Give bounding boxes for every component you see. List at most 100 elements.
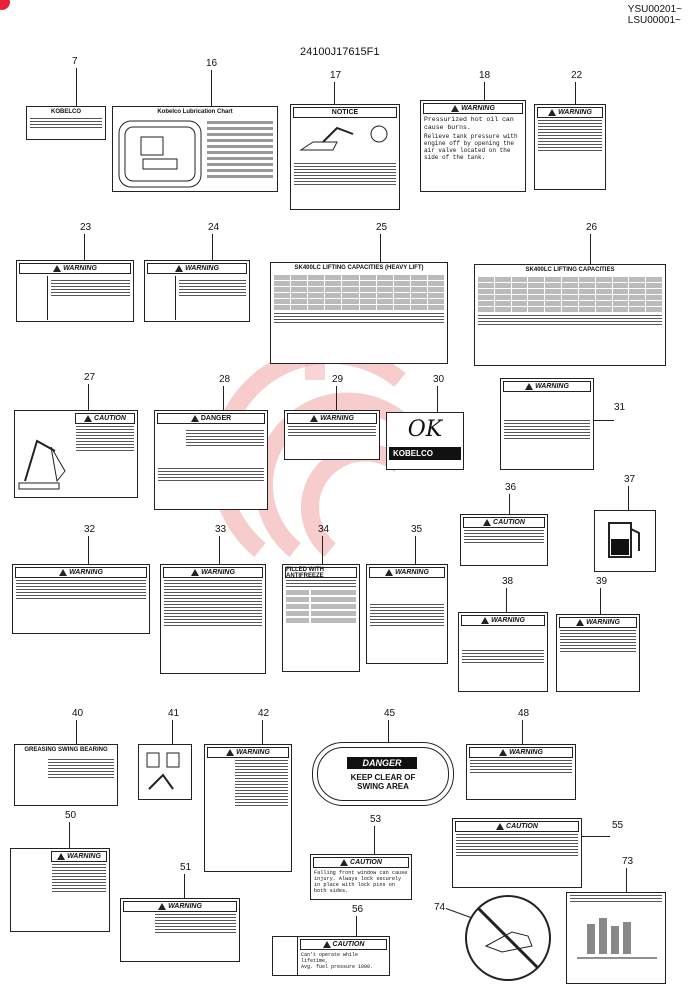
label-39-header: WARNING xyxy=(559,617,637,628)
label-18-hot-oil-warning: WARNING Pressurized hot oil can cause bu… xyxy=(420,100,526,192)
label-26-title: SK400LC LIFTING CAPACITIES xyxy=(525,267,615,273)
callout-29: 29 xyxy=(332,374,344,385)
label-51-header: WARNING xyxy=(123,901,237,912)
label-50-warning: WARNING xyxy=(10,848,110,932)
callout-33: 33 xyxy=(215,524,227,535)
callout-55: 55 xyxy=(612,820,624,831)
label-42-warning: WARNING xyxy=(204,744,292,872)
label-37-fuel xyxy=(594,510,656,572)
label-39-warning: WARNING xyxy=(556,614,640,692)
label-29-warning: WARNING xyxy=(284,410,380,460)
label-50-header: WARNING xyxy=(51,851,107,862)
label-27-caution: CAUTION xyxy=(14,410,138,498)
lock-lever-icon xyxy=(146,752,180,790)
label-31-warning: WARNING xyxy=(500,378,594,470)
label-25-lifting-capacities-heavy: SK400LC LIFTING CAPACITIES (HEAVY LIFT) xyxy=(270,262,448,364)
label-7-brand: KOBELCO xyxy=(51,109,81,115)
callout-16: 16 xyxy=(206,58,218,69)
label-16-title: Kobelco Lubrication Chart xyxy=(157,109,233,115)
brand-corner-mark xyxy=(0,0,10,10)
label-48-warning: WARNING xyxy=(466,744,576,800)
label-42-header: WARNING xyxy=(207,747,289,758)
label-18-text-2: Relieve tank pressure with engine off by… xyxy=(424,133,518,161)
label-53-text: Falling front window can cause injury. A… xyxy=(314,870,408,894)
label-24-header: WARNING xyxy=(147,263,247,274)
label-56-text: Can't operate while lifetime, Avg. fuel … xyxy=(301,952,374,970)
label-51-warning: WARNING xyxy=(120,898,240,962)
lube-chart-drawing xyxy=(118,120,273,188)
label-74-no-step-icon xyxy=(465,895,551,981)
label-45-line-1: KEEP CLEAR OF xyxy=(350,773,416,782)
label-41-lock xyxy=(138,744,192,800)
label-23-warning: WARNING xyxy=(16,260,134,322)
callout-35: 35 xyxy=(411,524,423,535)
label-30-handwritten: OK xyxy=(407,417,443,442)
label-18-text: Pressurized hot oil can cause burns. xyxy=(424,116,514,131)
callout-51: 51 xyxy=(180,862,192,873)
label-22-header: WARNING xyxy=(537,107,603,118)
label-56-caution: CAUTION Can't operate while lifetime, Av… xyxy=(272,936,390,976)
label-33-header: WARNING xyxy=(163,567,263,578)
callout-26: 26 xyxy=(586,222,598,233)
label-36-header: CAUTION xyxy=(463,517,545,528)
label-73-diagram xyxy=(577,918,657,959)
callout-36: 36 xyxy=(505,482,517,493)
label-55-header: CAUTION xyxy=(455,821,579,832)
label-32-warning: WARNING xyxy=(12,564,150,634)
label-32-header: WARNING xyxy=(15,567,147,578)
label-53-header: CAUTION xyxy=(313,857,409,868)
label-17-notice: NOTICE xyxy=(290,104,400,210)
callout-45: 45 xyxy=(384,708,396,719)
callout-17: 17 xyxy=(330,70,342,81)
label-38-warning: WARNING xyxy=(458,612,548,692)
label-17-header: NOTICE xyxy=(293,107,397,118)
callout-48: 48 xyxy=(518,708,530,719)
label-27-header: CAUTION xyxy=(75,413,135,424)
label-45-line-2: SWING AREA xyxy=(357,782,409,791)
label-28-danger: DANGER xyxy=(154,410,268,510)
label-73-chart xyxy=(566,892,666,984)
label-34-antifreeze: FILLED WITH ANTIFREEZE xyxy=(282,564,360,672)
callout-24: 24 xyxy=(208,222,220,233)
callout-7: 7 xyxy=(72,56,78,67)
excavator-icon xyxy=(299,125,388,151)
label-35-warning: WARNING xyxy=(366,564,448,664)
callout-37: 37 xyxy=(624,474,636,485)
callout-32: 32 xyxy=(84,524,96,535)
callout-25: 25 xyxy=(376,222,388,233)
label-48-header: WARNING xyxy=(469,747,573,758)
fuel-pump-icon xyxy=(608,522,640,558)
bucket-caution-icon xyxy=(18,439,66,490)
label-45-header: DANGER xyxy=(347,757,417,769)
label-45-swing-danger: DANGER KEEP CLEAR OF SWING AREA xyxy=(312,742,454,806)
label-28-header: DANGER xyxy=(157,413,265,424)
label-16-lube-chart: Kobelco Lubrication Chart xyxy=(112,106,278,192)
callout-28: 28 xyxy=(219,374,231,385)
label-30-brand: KOBELCO xyxy=(389,447,461,460)
callout-74: 74 xyxy=(434,902,446,913)
label-24-warning: WARNING xyxy=(144,260,250,322)
label-18-header: WARNING xyxy=(423,103,523,114)
drawing-number: 24100J17615F1 xyxy=(300,46,380,58)
label-40-title: GREASING SWING BEARING xyxy=(24,747,108,753)
label-34-header: FILLED WITH ANTIFREEZE xyxy=(285,567,357,579)
callout-40: 40 xyxy=(72,708,84,719)
callout-38: 38 xyxy=(502,576,514,587)
label-29-header: WARNING xyxy=(287,413,377,424)
label-7-serial-plate: KOBELCO xyxy=(26,106,106,140)
label-23-header: WARNING xyxy=(19,263,131,274)
label-30-brand-plate: OK KOBELCO xyxy=(386,412,464,470)
label-53-caution: CAUTION Falling front window can cause i… xyxy=(310,854,412,900)
label-55-caution: CAUTION xyxy=(452,818,582,888)
callout-27: 27 xyxy=(84,372,96,383)
serial-range-1: YSU00201~ xyxy=(627,4,682,15)
label-33-warning: WARNING xyxy=(160,564,266,674)
callout-56: 56 xyxy=(352,904,364,915)
callout-23: 23 xyxy=(80,222,92,233)
label-31-header: WARNING xyxy=(503,381,591,392)
callout-30: 30 xyxy=(433,374,445,385)
callout-42: 42 xyxy=(258,708,270,719)
callout-31: 31 xyxy=(614,402,626,413)
label-22-warning: WARNING xyxy=(534,104,606,190)
label-38-header: WARNING xyxy=(461,615,545,626)
